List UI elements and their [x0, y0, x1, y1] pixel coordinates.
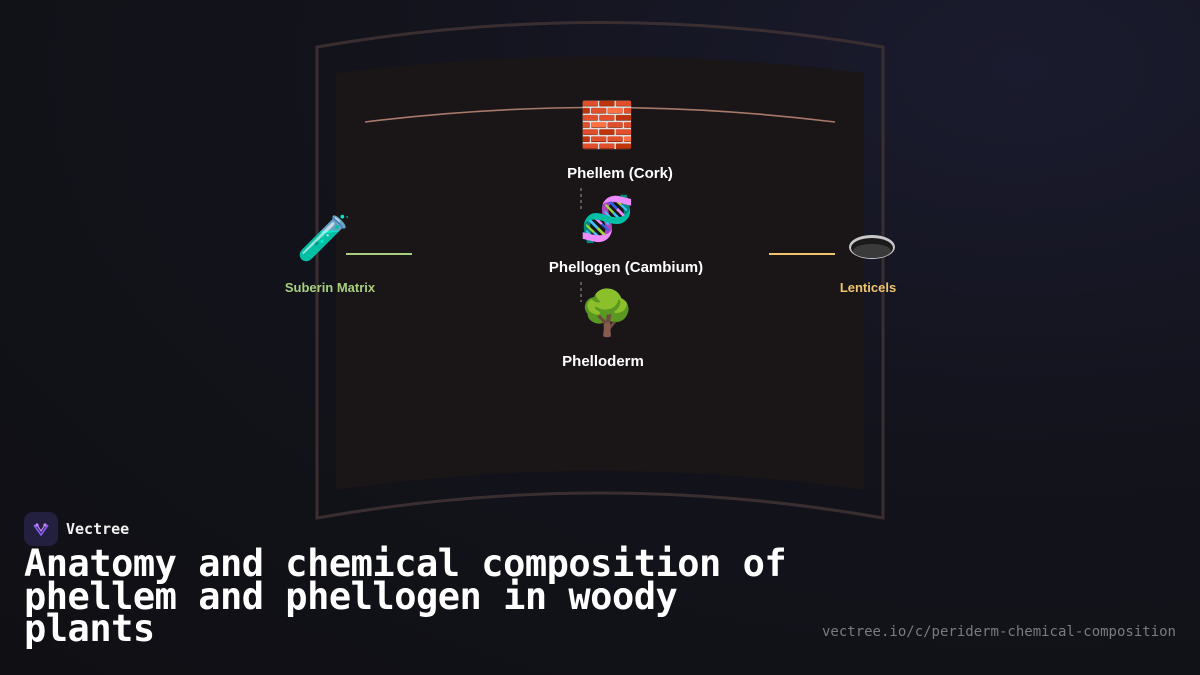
page-title: Anatomy and chemical composition of phel…	[24, 542, 787, 650]
bark-arc	[364, 106, 836, 123]
brand-name: Vectree	[66, 520, 130, 538]
hole-icon-graphic	[849, 235, 895, 259]
node-phellogen-label: Phellogen (Cambium)	[548, 259, 704, 276]
inner-panel	[336, 56, 864, 490]
dna-icon: 🧬	[579, 195, 635, 244]
tree-icon: 🌳	[579, 289, 635, 338]
side-node-lenticels-label: Lenticels	[839, 280, 897, 295]
brand: Vectree	[24, 512, 129, 546]
test-tube-icon: 🧪	[296, 214, 352, 263]
side-node-suberin-label: Suberin Matrix	[284, 280, 376, 295]
hole-icon	[842, 220, 902, 274]
node-phelloderm-label: Phelloderm	[562, 353, 644, 370]
node-phellem-label: Phellem (Cork)	[567, 165, 673, 182]
vectree-logo-icon	[24, 512, 58, 546]
brick-icon: 🧱	[579, 101, 635, 150]
outer-frame	[315, 21, 885, 520]
page-url[interactable]: vectree.io/c/periderm-chemical-compositi…	[821, 624, 1176, 640]
